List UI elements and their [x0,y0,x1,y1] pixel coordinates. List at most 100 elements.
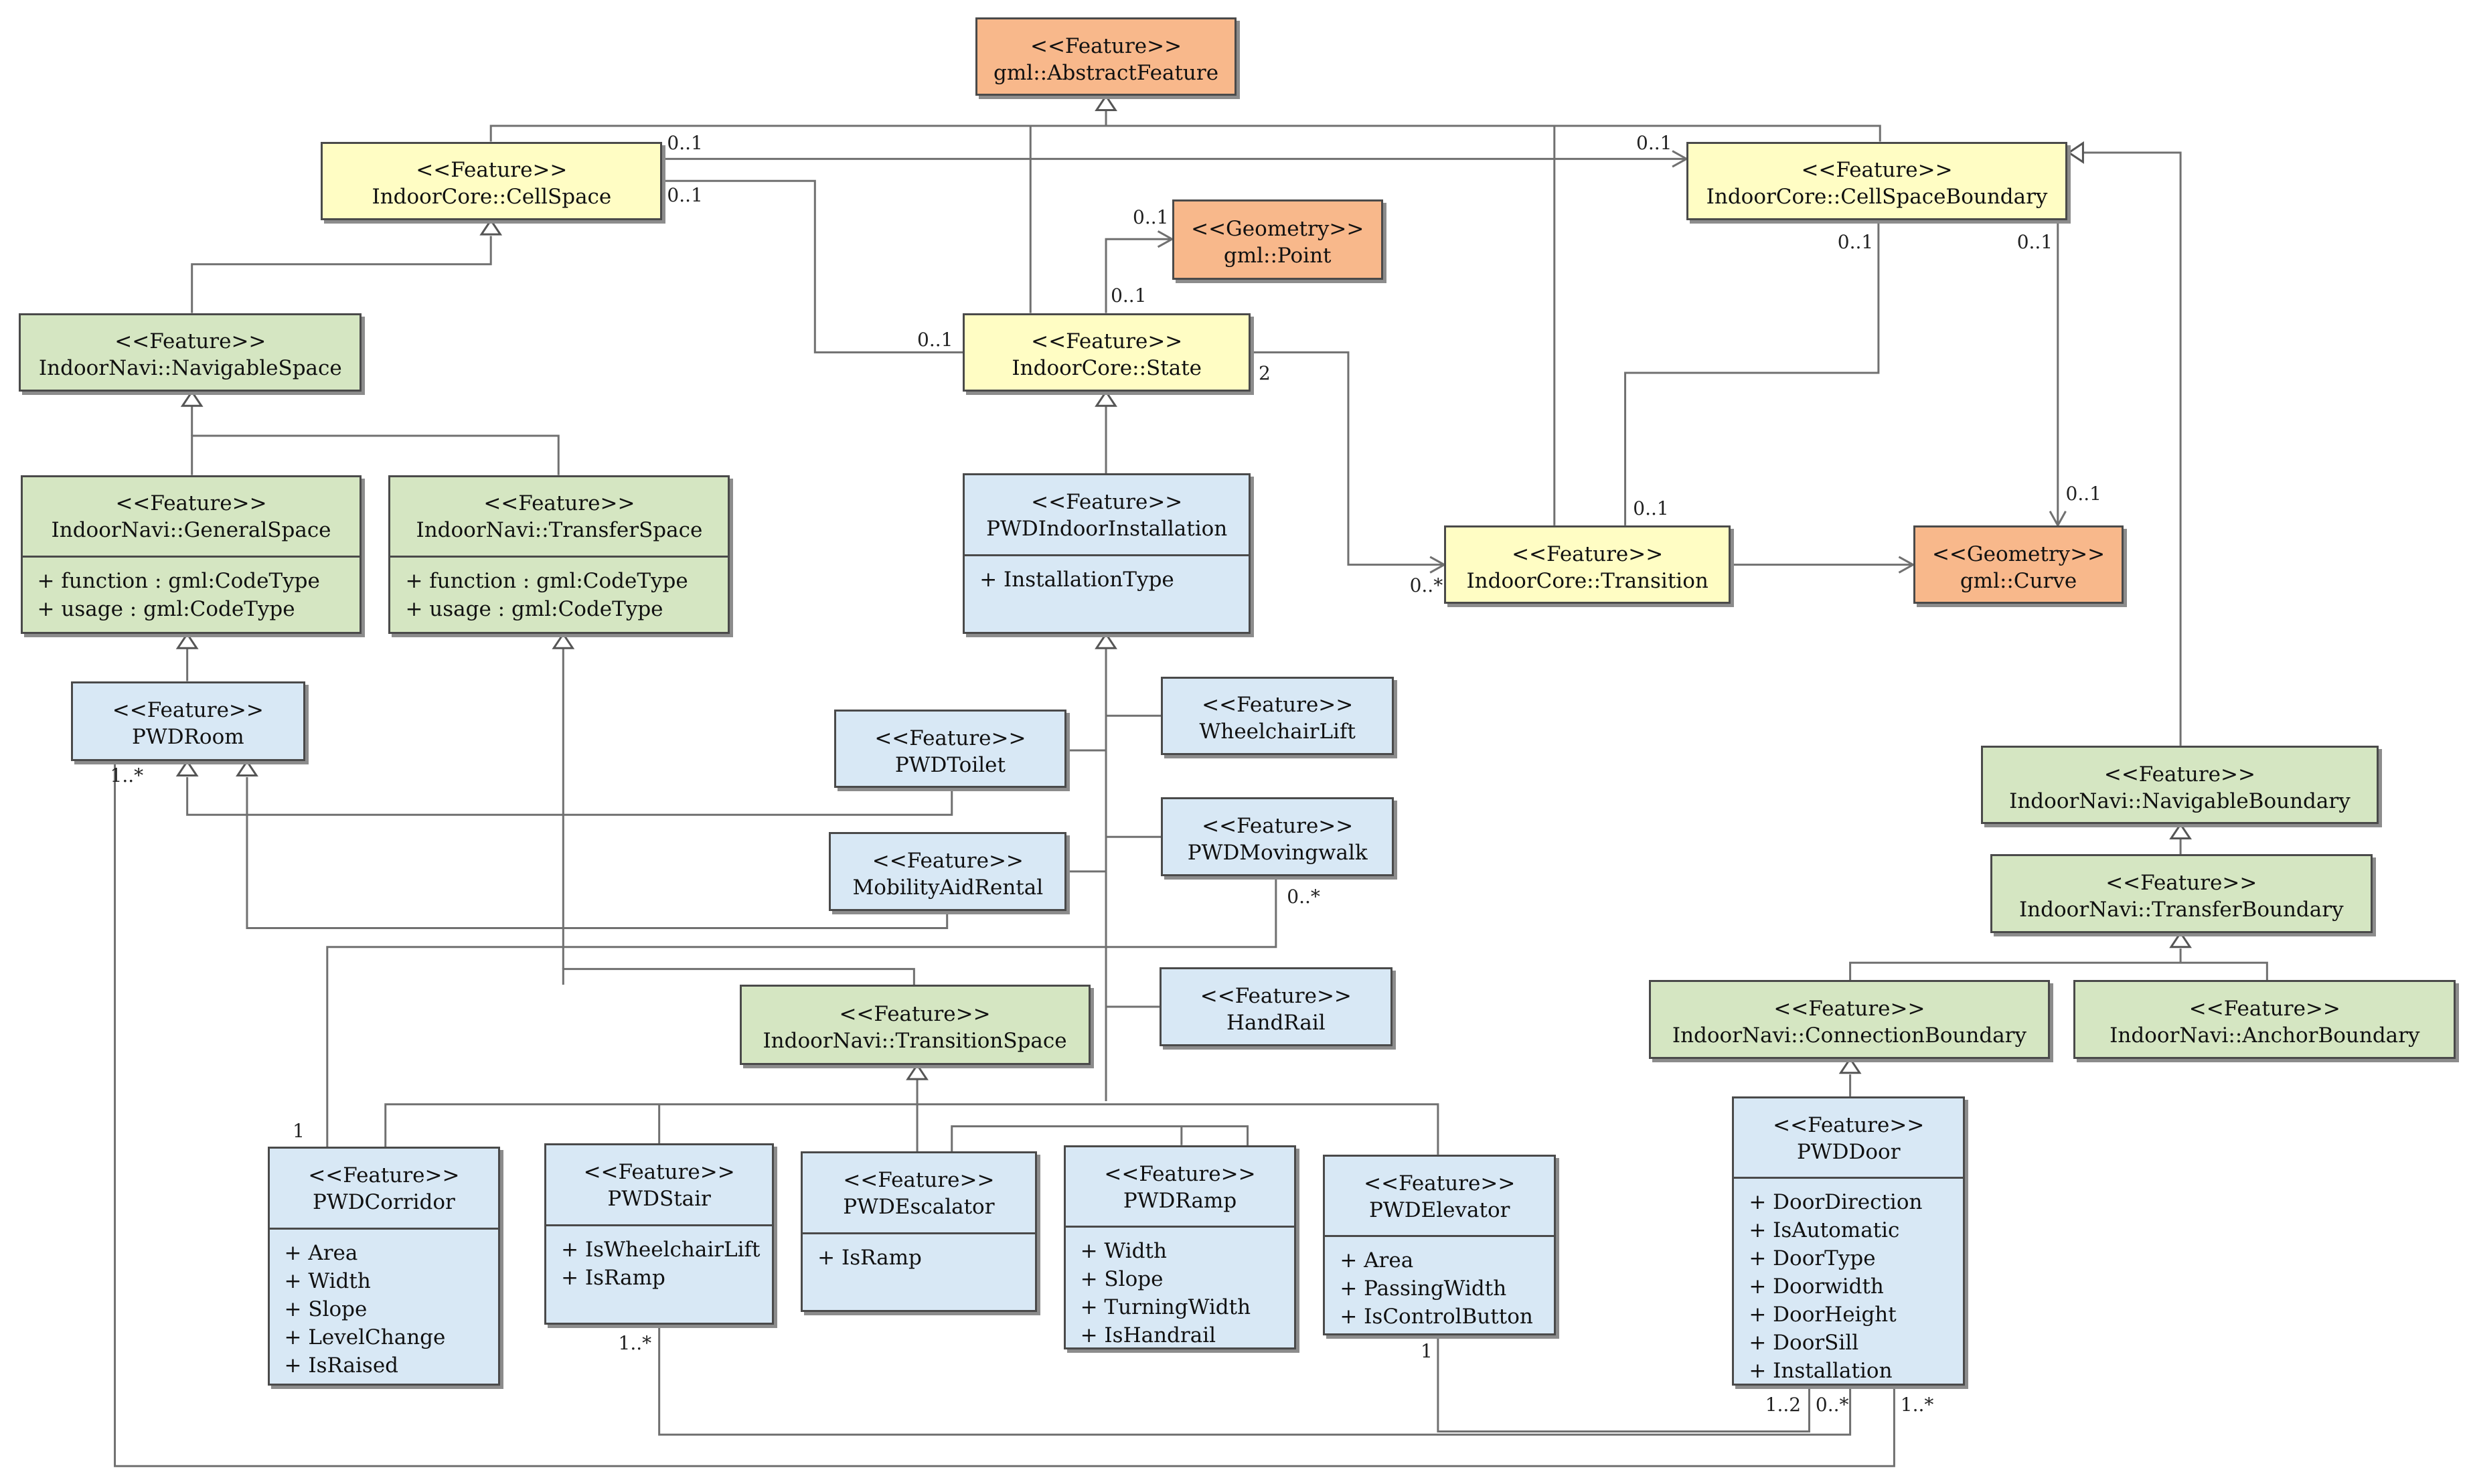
class-stereotype: <<Feature>> [583,1160,735,1185]
class-transferspace[interactable]: <<Feature>>IndoorNavi::TransferSpace+ fu… [388,475,730,635]
class-name: PWDIndoorInstallation [986,517,1228,542]
generalization-arrowhead [2169,822,2193,840]
connector-line [1437,1335,1810,1432]
class-anchorboundary[interactable]: <<Feature>>IndoorNavi::AnchorBoundary [2073,980,2456,1059]
class-attribute: + Slope [284,1297,368,1321]
multiplicity-label: 0..1 [1633,497,1669,519]
class-stereotype: <<Feature>> [308,1163,460,1187]
class-mobilityaidrental[interactable]: <<Feature>>MobilityAidRental [829,832,1067,911]
class-stereotype: <<Feature>> [874,726,1026,750]
class-attribute: + TurningWidth [1080,1295,1251,1320]
class-state[interactable]: <<Feature>>IndoorCore::State [963,313,1251,392]
class-stereotype: <<Feature>> [2103,762,2255,787]
class-navigableboundary[interactable]: <<Feature>>IndoorNavi::NavigableBoundary [1980,745,2379,825]
class-header: <<Feature>>IndoorNavi::NavigableSpace [21,315,360,394]
class-curve[interactable]: <<Geometry>>gml::Curve [1913,525,2124,604]
connector-line [186,776,953,816]
class-header: <<Feature>>PWDIndoorInstallation [965,475,1249,554]
class-attribute: + Doorwidth [1749,1274,1884,1299]
class-pwdcorridor[interactable]: <<Feature>>PWDCorridor + Area + Width + Slo… [267,1147,501,1386]
class-header: <<Geometry>>gml::Curve [1915,527,2122,606]
generalization-arrowhead [1095,94,1117,111]
connector-line [662,179,963,353]
class-connectionboundary[interactable]: <<Feature>>IndoorNavi::ConnectionBoundar… [1648,980,2051,1059]
class-name: PWDToilet [894,752,1006,777]
class-header: <<Feature>>PWDElevator [1325,1157,1554,1236]
class-attribute: + DoorType [1749,1246,1876,1271]
multiplicity-label: 0..1 [1636,132,1672,155]
multiplicity-label: 0..1 [1111,284,1147,307]
class-attribute: + usage : gml:CodeType [405,597,663,622]
class-attribute: + Area [284,1240,358,1265]
class-transition[interactable]: <<Feature>>IndoorCore::Transition [1444,525,1731,604]
generalization-arrowhead [906,1063,929,1080]
class-stereotype: <<Feature>> [1773,1112,1925,1137]
class-header: <<Geometry>>gml::Point [1174,201,1381,282]
class-cellspaceboundary[interactable]: <<Feature>>IndoorCore::CellSpaceBoundary [1686,141,2067,223]
connector-line [191,434,560,475]
class-header: <<Feature>>IndoorCore::Transition [1446,527,1729,606]
multiplicity-label: 1..* [1900,1394,1934,1416]
class-header: <<Feature>>PWDEscalator [803,1153,1035,1232]
class-header: <<Feature>>PWDCorridor [270,1149,499,1228]
class-stereotype: <<Feature>> [114,329,266,354]
class-navigablespace[interactable]: <<Feature>>IndoorNavi::NavigableSpace [19,313,362,392]
class-attribute: + InstallationType [979,567,1174,592]
class-stereotype: <<Feature>> [2105,870,2257,895]
class-pwdescalator[interactable]: <<Feature>>PWDEscalator + IsRamp [801,1151,1037,1312]
class-transferboundary[interactable]: <<Feature>>IndoorNavi::TransferBoundary [1990,854,2373,933]
generalization-arrowhead [2169,930,2193,949]
class-stereotype: <<Feature>> [872,848,1024,873]
connector-line [658,1324,1852,1436]
class-attribute: + IsHandrail [1080,1323,1216,1348]
class-pwdramp[interactable]: <<Feature>>PWDRamp+ Width+ Slope+ Turnin… [1063,1145,1297,1350]
class-stereotype: <<Feature>> [2189,996,2340,1021]
class-header: <<Feature>>IndoorCore::CellSpaceBoundary [1688,144,2065,223]
class-pwdindoorinstallation[interactable]: <<Feature>>PWDIndoorInstallation + Instal… [963,473,1251,635]
connector-line [1105,238,1172,313]
class-pwdelevator[interactable]: <<Feature>>PWDElevator+ Area+ PassingWid… [1323,1154,1557,1336]
connector-line [191,236,492,313]
multiplicity-label: 0..1 [667,132,703,155]
class-pwdroom[interactable]: <<Feature>>PWDRoom [70,681,305,762]
class-name: IndoorNavi::ConnectionBoundary [1672,1023,2027,1048]
class-stereotype: <<Feature>> [1202,693,1354,718]
class-pwdtoilet[interactable]: <<Feature>>PWDToilet [833,709,1067,789]
connector-line [562,968,915,985]
class-pwddoor[interactable]: <<Feature>>PWDDoor+ DoorDirection+ IsAut… [1732,1096,1966,1386]
generalization-arrowhead [552,632,575,649]
class-pwdstair[interactable]: <<Feature>>PWDStair+ IsWheelchairLift+ I… [544,1143,775,1325]
class-attribute: + function : gml:CodeType [37,569,320,594]
class-stereotype: <<Geometry>> [1931,542,2105,566]
class-attribute: + DoorHeight [1749,1303,1897,1327]
multiplicity-label: 0..* [1409,574,1443,596]
multiplicity-label: 1..* [618,1332,652,1355]
multiplicity-label: 0..* [1287,886,1320,908]
class-attribute: + IsRamp [561,1265,665,1290]
class-attribute: + IsRamp [817,1245,922,1270]
class-stereotype: <<Feature>> [1200,984,1352,1008]
class-stereotype: <<Geometry>> [1191,217,1364,242]
class-generalspace[interactable]: <<Feature>>IndoorNavi::GeneralSpace+ fun… [20,475,362,635]
class-stereotype: <<Feature>> [483,491,635,516]
class-transitionspace[interactable]: <<Feature>>IndoorNavi::TransitionSpace [739,985,1091,1065]
generalization-arrowhead [175,632,199,649]
class-attributes: + Area+ Width+ Slope+ LevelChange+ IsRai… [269,1227,499,1385]
class-header: <<Feature>>IndoorNavi::TransferBoundary [1992,856,2371,935]
class-attribute: + Width [284,1268,371,1293]
class-attributes: + function : gml:CodeType + usage : gml:C… [22,556,360,629]
class-cellspace[interactable]: <<Feature>>IndoorCore::CellSpace [321,141,663,223]
class-handrail[interactable]: <<Feature>>HandRail [1159,967,1392,1046]
class-attribute: + usage : gml:CodeType [37,597,295,622]
class-pwdmovingwalk[interactable]: <<Feature>>PWDMovingwalk [1161,797,1395,876]
class-name: IndoorNavi::TransferSpace [416,518,703,543]
class-attributes: + DoorDirection+ IsAutomatic+ DoorType+ … [1734,1177,1964,1390]
class-abstract-feature[interactable]: <<Feature>>gml::AbstractFeature [975,17,1237,96]
class-header: <<Feature>>PWDRamp [1066,1147,1295,1226]
class-attribute: + LevelChange [284,1325,446,1349]
class-wheelchairlift[interactable]: <<Feature>>WheelchairLift [1161,676,1395,755]
class-point[interactable]: <<Geometry>>gml::Point [1172,199,1383,280]
class-header: <<Feature>>IndoorCore::CellSpace [323,144,660,223]
class-header: <<Feature>>PWDStair [546,1145,772,1224]
